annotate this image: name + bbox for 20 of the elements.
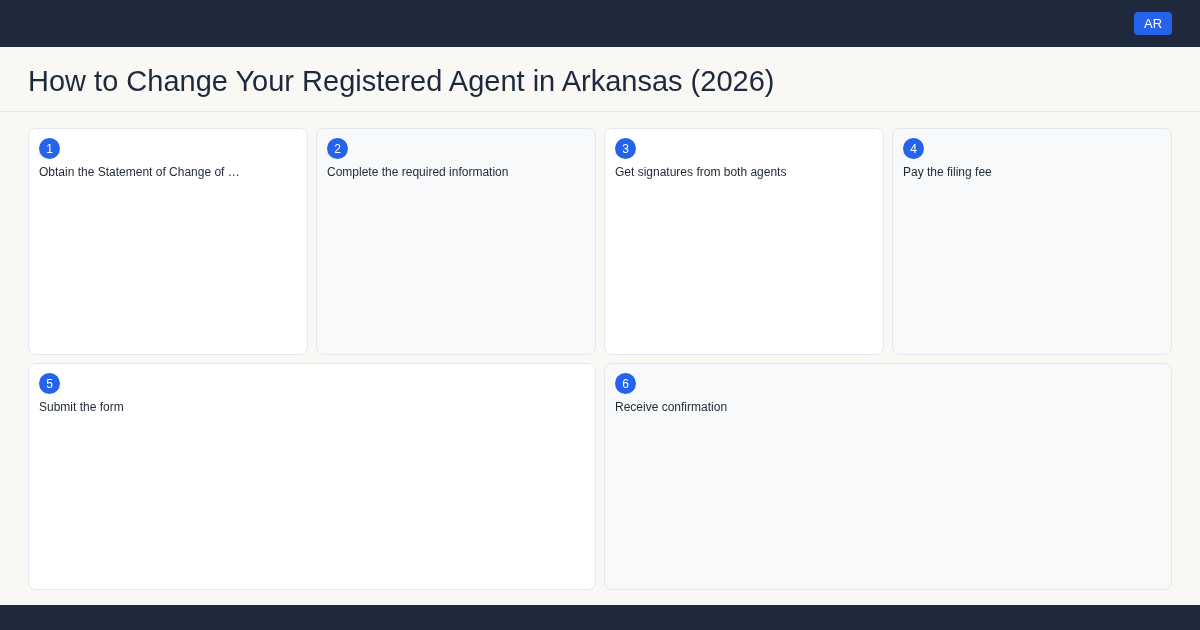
step-card — [604, 128, 884, 355]
step-card — [28, 363, 596, 590]
step-card — [604, 363, 1172, 590]
step-text: Complete the required information — [327, 165, 509, 180]
state-badge: AR — [1134, 12, 1172, 35]
step-text: Get signatures from both agents — [615, 165, 787, 180]
step-number-badge: 1 — [39, 138, 60, 159]
step-text: Submit the form — [39, 400, 124, 415]
step-number-badge: 5 — [39, 373, 60, 394]
page-title: How to Change Your Registered Agent in Arkansas (2026) — [28, 64, 775, 99]
step-card — [892, 128, 1172, 355]
step-text: Pay the filing fee — [903, 165, 992, 180]
step-text: Receive confirmation — [615, 400, 728, 415]
step-number-badge: 6 — [615, 373, 636, 394]
step-card — [316, 128, 596, 355]
step-card — [28, 128, 308, 355]
step-number-badge: 3 — [615, 138, 636, 159]
step-number-badge: 4 — [903, 138, 924, 159]
step-text: Obtain the Statement of Change of … — [39, 165, 240, 180]
step-number-badge: 2 — [327, 138, 348, 159]
